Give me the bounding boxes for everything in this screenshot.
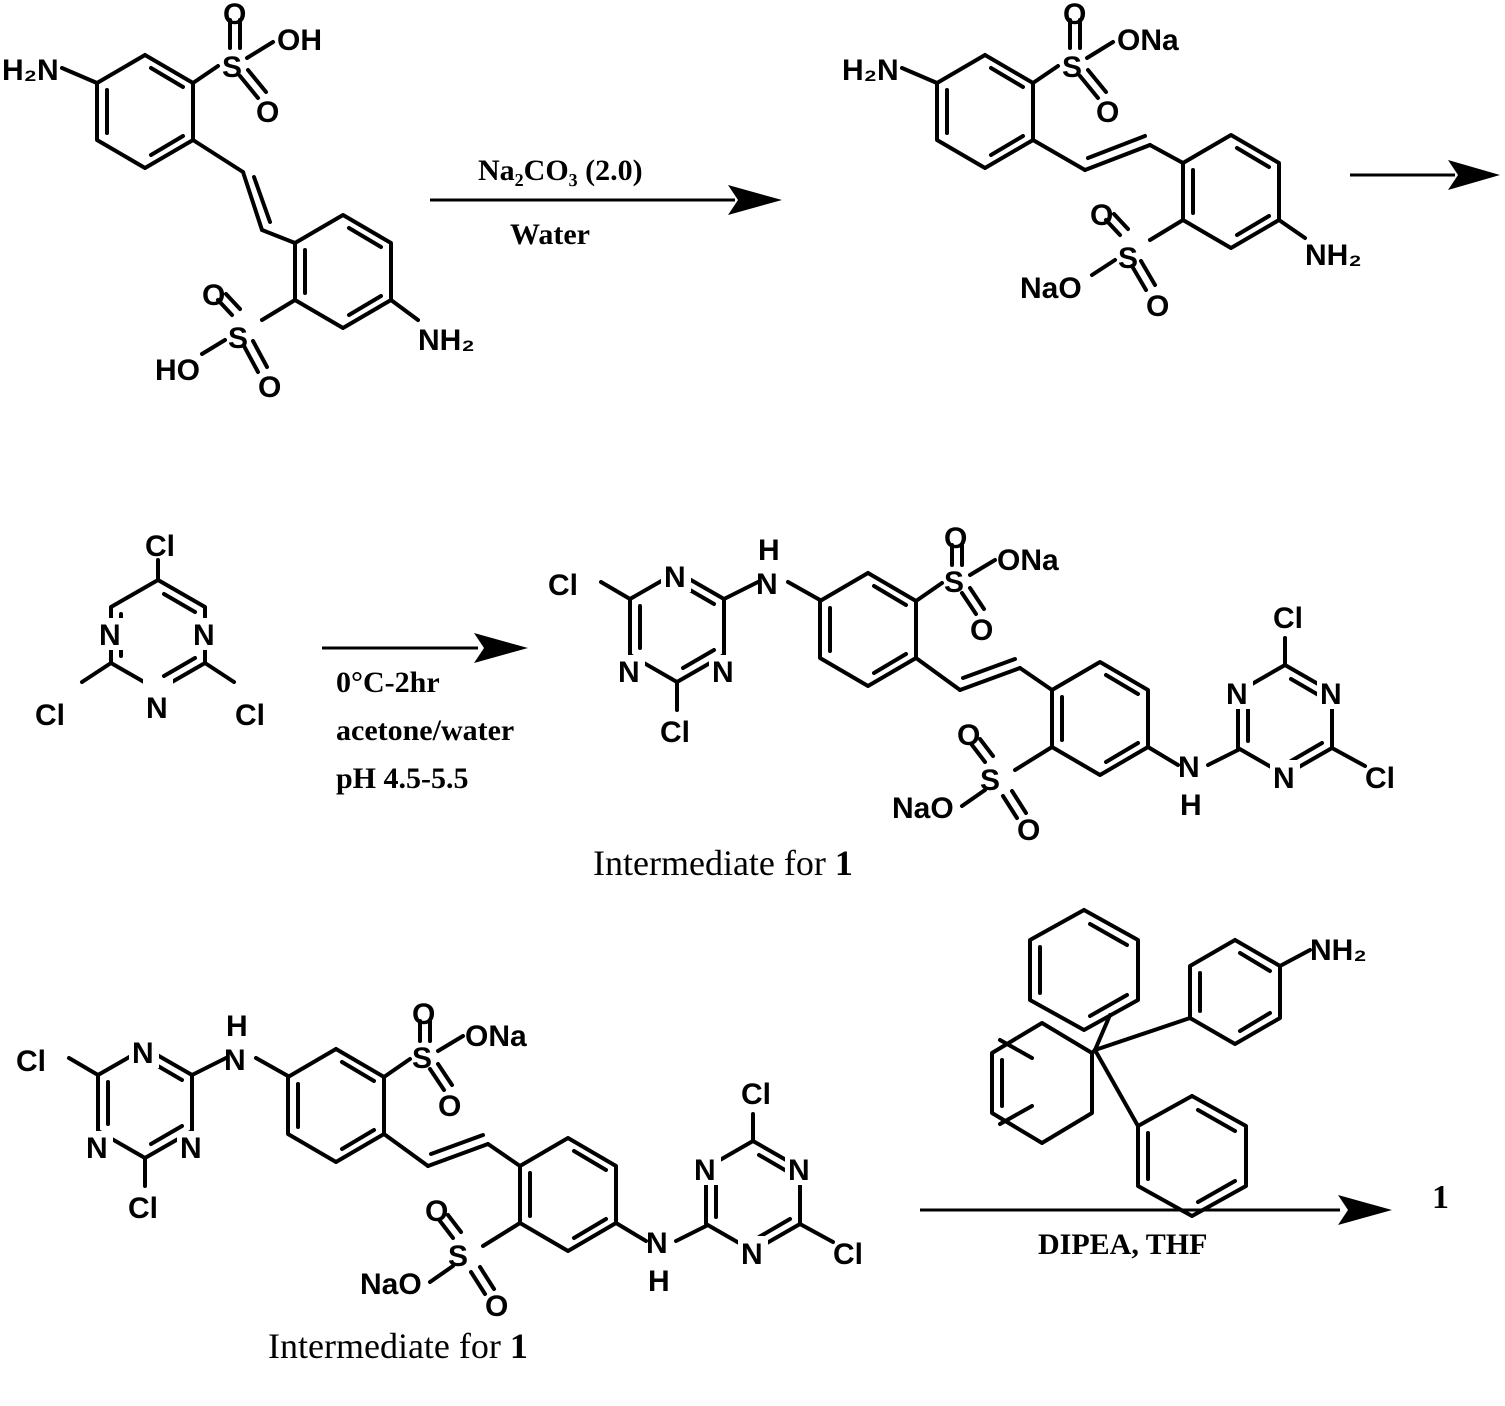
- reaction-arrow-2: 0°C-2hr acetone/water pH 4.5-5.5: [322, 633, 528, 795]
- nitrogen-label: N: [180, 1132, 202, 1165]
- sodium-sulfonate-label: NaO: [360, 1268, 422, 1301]
- chlorine-label: Cl: [660, 716, 690, 749]
- nitrogen-label: N: [646, 1227, 668, 1260]
- intermediate-caption: Intermediate for 1: [593, 843, 853, 883]
- reaction-arrow-3: DIPEA, THF 1: [920, 1179, 1449, 1261]
- amine-label: H₂N: [2, 54, 59, 87]
- oxygen-label: O: [1017, 814, 1040, 847]
- oxygen-label: O: [223, 0, 246, 31]
- sulfur-label: S: [944, 566, 964, 599]
- oxygen-label: O: [258, 371, 281, 404]
- temperature-time-label: 0°C-2hr: [336, 666, 440, 699]
- chlorine-label: Cl: [145, 530, 175, 563]
- nitrogen-label: N: [712, 656, 734, 689]
- nitrogen-label: N: [1178, 751, 1200, 784]
- nitrogen-label: N: [756, 568, 778, 601]
- chlorine-label: Cl: [235, 699, 265, 732]
- nitrogen-label: N: [224, 1044, 246, 1077]
- sulfur-label: S: [222, 51, 242, 84]
- sodium-sulfonate-label: ONa: [1117, 24, 1179, 57]
- nitrogen-label: N: [1320, 678, 1342, 711]
- hydroxyl-label: OH: [277, 24, 322, 57]
- hydroxyl-label: HO: [155, 354, 200, 387]
- reagent-solvent-label: DIPEA, THF: [1038, 1228, 1207, 1261]
- nitrogen-label: N: [694, 1154, 716, 1187]
- nitrogen-label: N: [193, 619, 215, 652]
- nitrogen-label: N: [146, 692, 168, 725]
- chlorine-label: Cl: [128, 1192, 158, 1225]
- oxygen-label: O: [485, 1290, 508, 1323]
- oxygen-label: O: [970, 614, 993, 647]
- ph-label: pH 4.5-5.5: [336, 762, 469, 795]
- amine-label: NH₂: [1310, 934, 1367, 967]
- reaction-arrow-1: Na₂CO₃ (2.0) Water: [430, 154, 782, 251]
- reagent-label: Na₂CO₃ (2.0): [478, 154, 643, 187]
- sodium-sulfonate-label: ONa: [465, 1020, 527, 1053]
- oxygen-label: O: [1063, 0, 1086, 31]
- diaminostilbene-disodium-sulfonate: H₂N S O ONa O O S NaO O NH₂: [842, 0, 1362, 323]
- intermediate-structure: Cl N N N Cl H N S O ONa O O S NaO O N H …: [548, 522, 1395, 847]
- nitrogen-label: N: [788, 1154, 810, 1187]
- oxygen-label: O: [438, 1090, 461, 1123]
- oxygen-label: O: [1096, 96, 1119, 129]
- nitrogen-label: N: [1273, 762, 1295, 795]
- nitrogen-label: N: [99, 619, 121, 652]
- nitrogen-label: N: [1226, 678, 1248, 711]
- chlorine-label: Cl: [1365, 762, 1395, 795]
- amine-label: NH₂: [1305, 239, 1362, 272]
- oxygen-label: O: [256, 96, 279, 129]
- oxygen-label: O: [1146, 290, 1169, 323]
- hydrogen-label: H: [1180, 789, 1202, 822]
- diaminostilbene-disulfonic-acid: H₂N S O OH O O S HO O NH₂: [2, 0, 475, 404]
- nitrogen-label: N: [132, 1037, 154, 1070]
- nitrogen-label: N: [741, 1238, 763, 1271]
- sodium-sulfonate-label: ONa: [997, 544, 1059, 577]
- nitrogen-label: N: [664, 561, 686, 594]
- sulfur-label: S: [228, 322, 248, 355]
- tritylaniline-reagent: NH₂: [990, 908, 1367, 1218]
- solvent-label: acetone/water: [336, 714, 514, 747]
- oxygen-label: O: [944, 522, 967, 555]
- sulfur-label: S: [448, 1240, 468, 1273]
- chlorine-label: Cl: [741, 1078, 771, 1111]
- continuation-arrow: [1350, 160, 1500, 190]
- chlorine-label: Cl: [16, 1045, 46, 1078]
- amine-label: H₂N: [842, 54, 899, 87]
- hydrogen-label: H: [226, 1010, 248, 1043]
- oxygen-label: O: [1090, 199, 1113, 232]
- sulfur-label: S: [1118, 242, 1138, 275]
- nitrogen-label: N: [86, 1132, 108, 1165]
- chlorine-label: Cl: [833, 1238, 863, 1271]
- product-number: 1: [1432, 1179, 1449, 1216]
- intermediate-caption: Intermediate for 1: [268, 1326, 528, 1366]
- oxygen-label: O: [957, 719, 980, 752]
- cyanuric-chloride: Cl N N Cl N Cl: [35, 530, 265, 732]
- sulfur-label: S: [980, 764, 1000, 797]
- amine-label: NH₂: [418, 324, 475, 357]
- chlorine-label: Cl: [1273, 602, 1303, 635]
- sulfur-label: S: [1062, 51, 1082, 84]
- hydrogen-label: H: [758, 534, 780, 567]
- chlorine-label: Cl: [35, 699, 65, 732]
- sulfur-label: S: [412, 1042, 432, 1075]
- oxygen-label: O: [425, 1195, 448, 1228]
- sodium-sulfonate-label: NaO: [1020, 272, 1082, 305]
- oxygen-label: O: [412, 998, 435, 1031]
- intermediate-structure: Cl N N N Cl H N S O ONa O O S NaO O N H …: [16, 998, 863, 1323]
- nitrogen-label: N: [618, 656, 640, 689]
- chlorine-label: Cl: [548, 569, 578, 602]
- hydrogen-label: H: [648, 1265, 670, 1298]
- oxygen-label: O: [202, 279, 225, 312]
- sodium-sulfonate-label: NaO: [892, 792, 954, 825]
- solvent-label: Water: [510, 218, 590, 251]
